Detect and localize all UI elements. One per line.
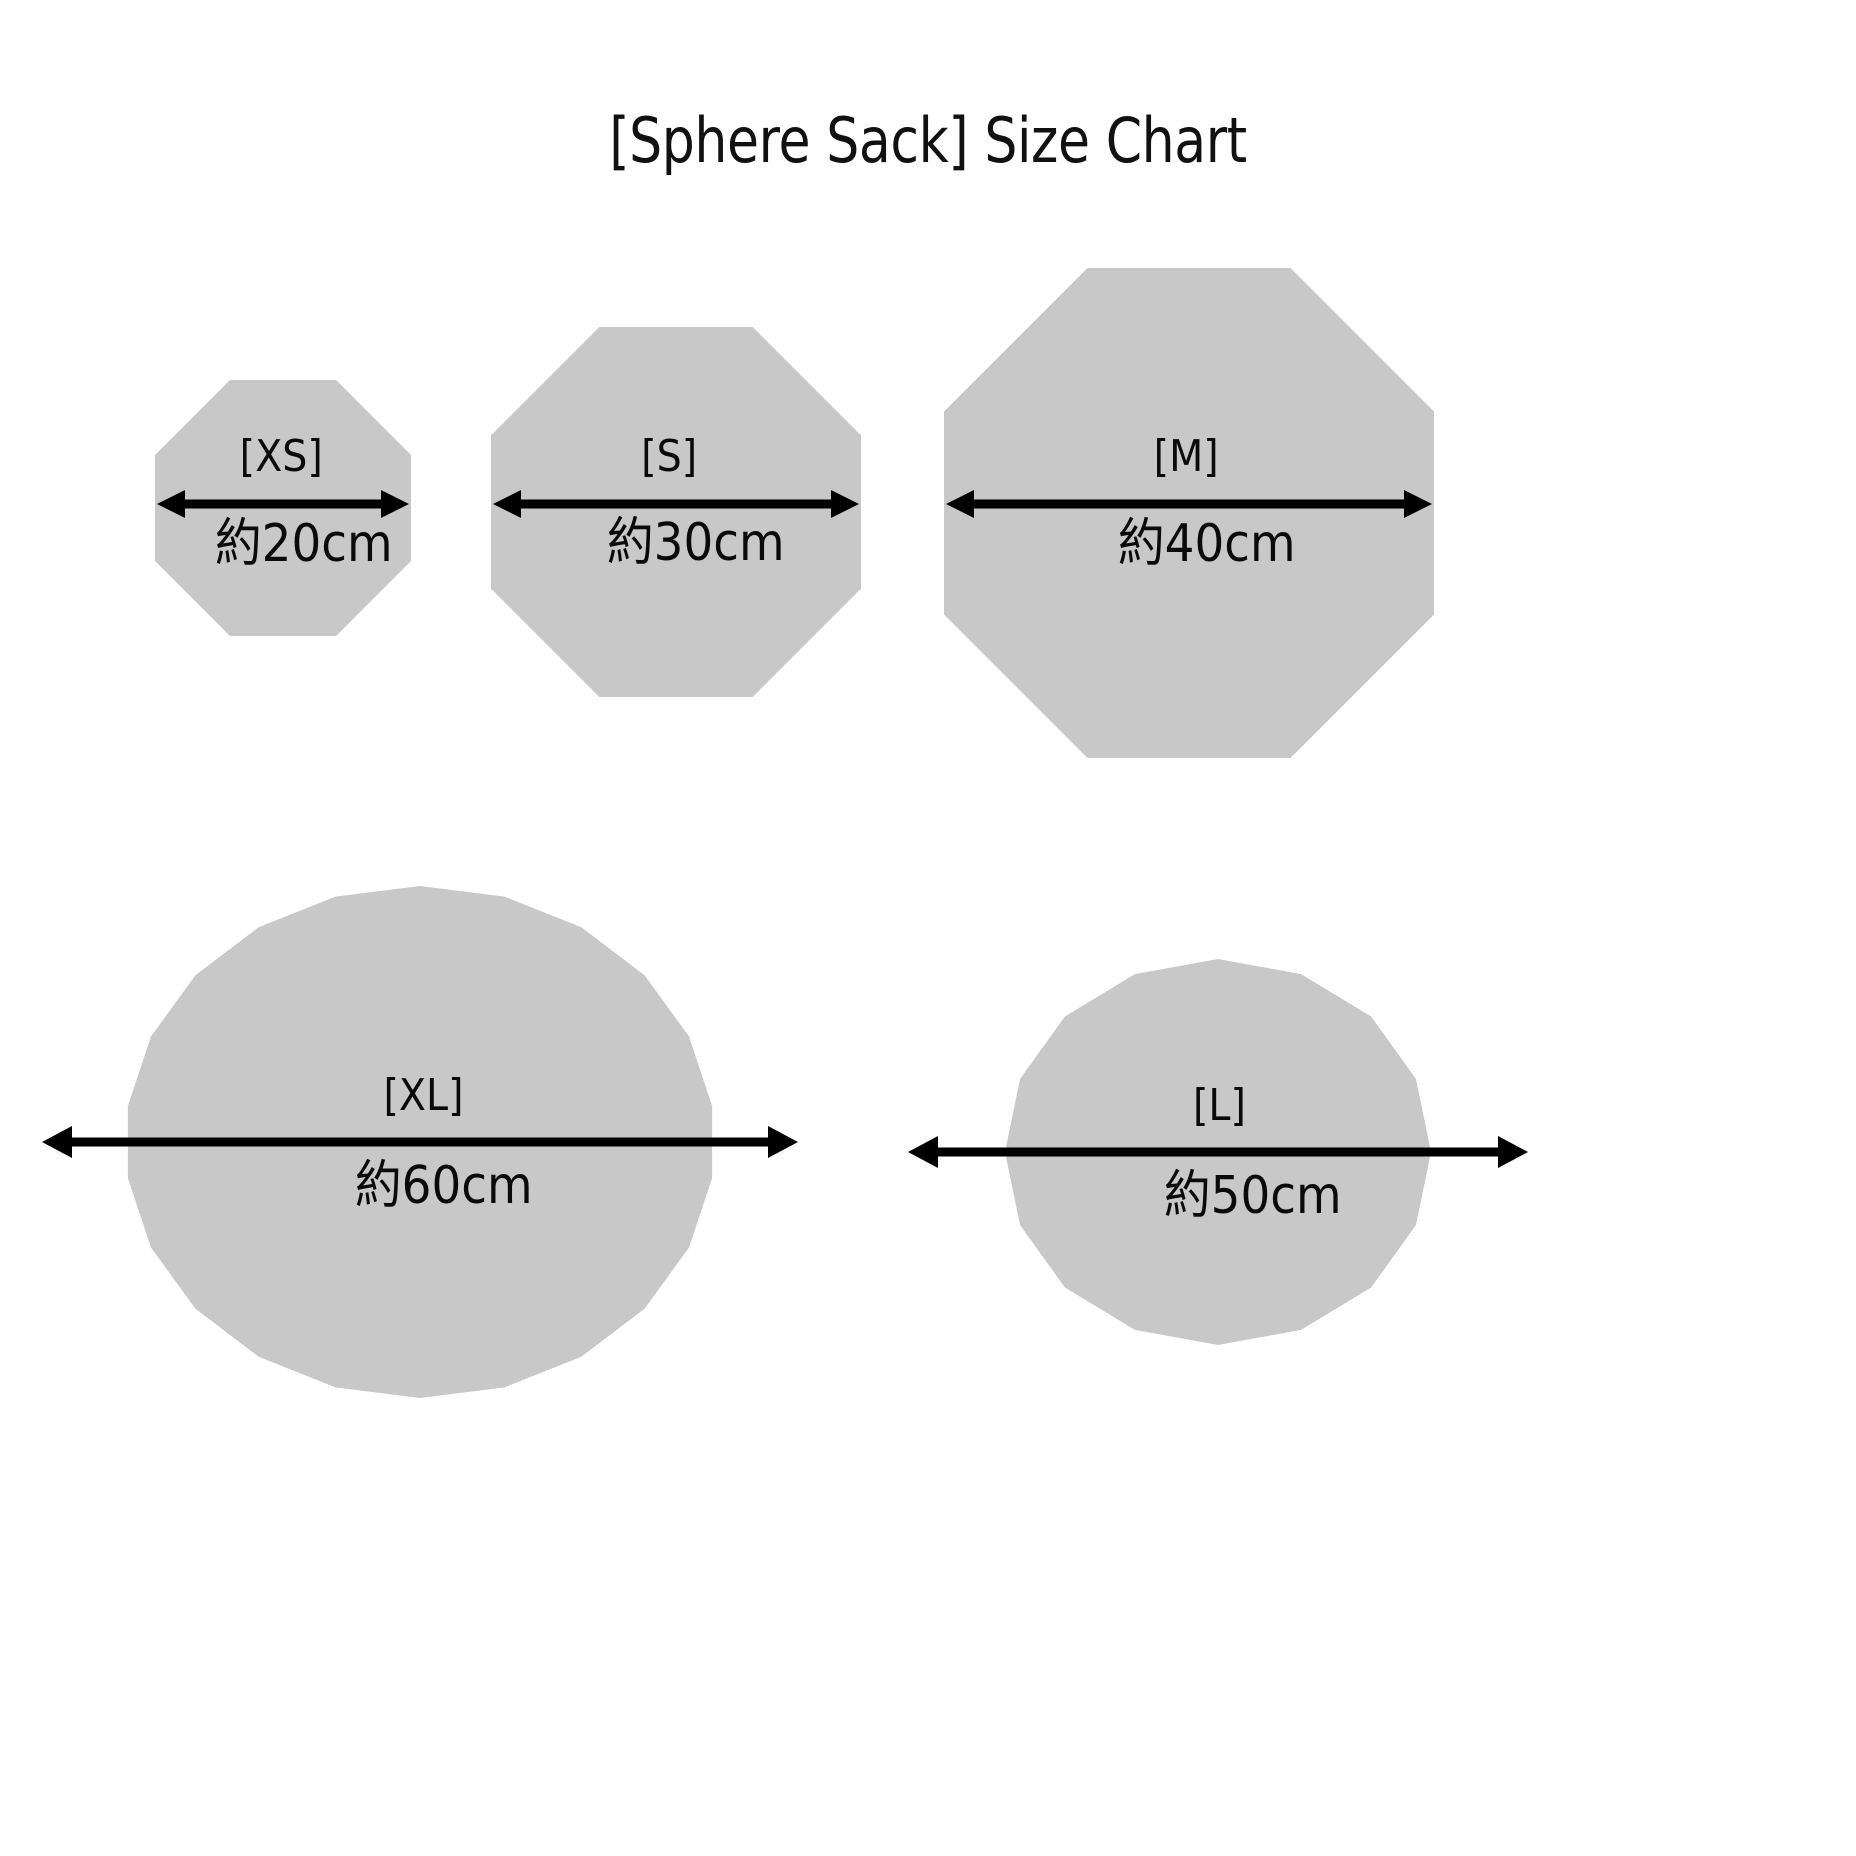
xl-size-label: [XL] (383, 1070, 464, 1121)
xl-dimension-arrow (42, 1126, 798, 1158)
s-size-label: [S] (641, 431, 698, 482)
l-size-label: [L] (1192, 1080, 1246, 1131)
xs-shape-svg (155, 380, 411, 636)
m-measure-label: 約40cm (1117, 514, 1296, 574)
xs-measure-label: 約20cm (214, 514, 393, 574)
xs-size-label: [XS] (239, 431, 323, 482)
m-octagon (944, 268, 1434, 758)
l-shape-svg (908, 959, 1528, 1345)
m-size-label: [M] (1153, 431, 1219, 482)
page-title: [Sphere Sack] Size Chart (609, 104, 1247, 177)
xl-measure-label: 約60cm (354, 1156, 533, 1216)
m-dimension-arrow (946, 490, 1432, 518)
s-shape-svg (491, 327, 861, 697)
size-figure-m: [M] 約40cm (944, 268, 1434, 758)
s-dimension-arrow (493, 490, 859, 518)
s-octagon (491, 327, 861, 697)
xl-shape-svg (42, 886, 798, 1398)
size-figure-xl: [XL] 約60cm (40, 762, 800, 1522)
l-dimension-arrow (908, 1136, 1528, 1168)
size-figure-l: [L] 約50cm (908, 842, 1528, 1462)
l-measure-label: 約50cm (1163, 1166, 1342, 1226)
xs-dimension-arrow (157, 490, 409, 518)
s-measure-label: 約30cm (606, 513, 785, 573)
size-figure-xs: [XS] 約20cm (155, 380, 411, 636)
m-shape-svg (944, 268, 1434, 758)
size-figure-s: [S] 約30cm (491, 327, 861, 697)
